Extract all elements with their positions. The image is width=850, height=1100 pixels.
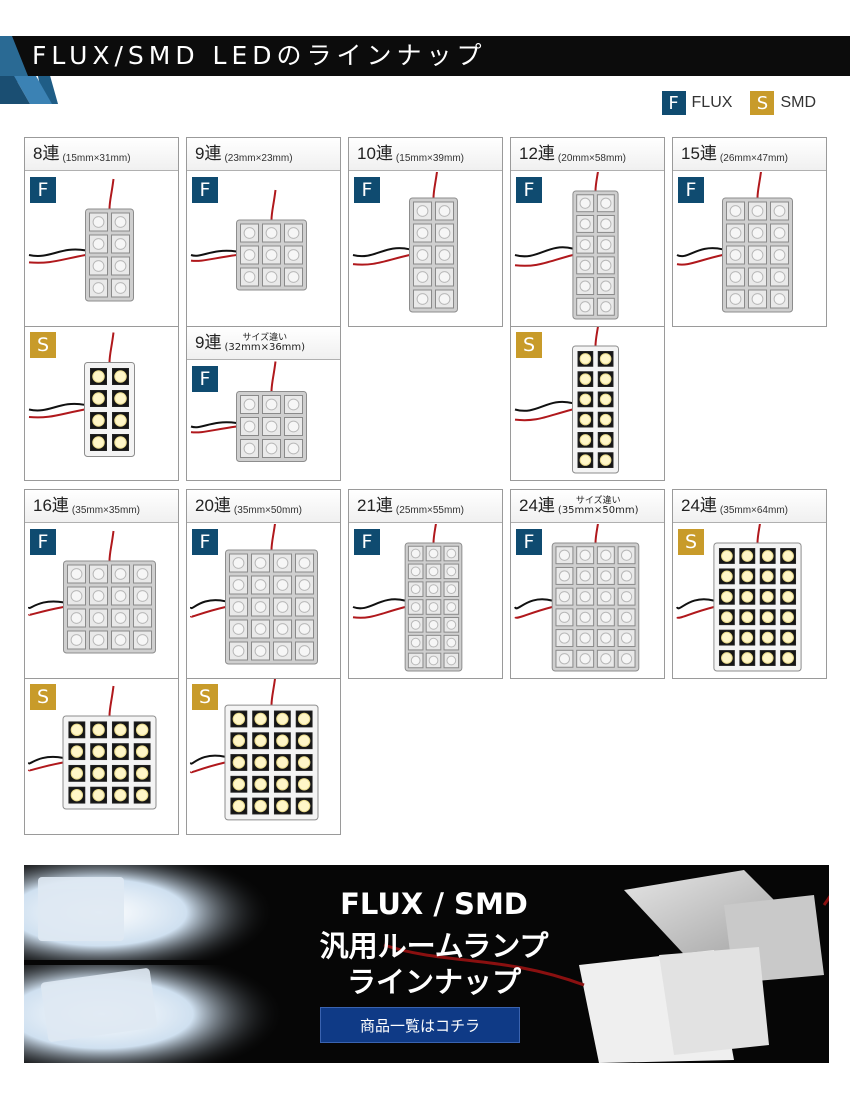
flux-board-9-image: F (187, 172, 340, 326)
product-header: 16連(35mm×35mm) (25, 490, 178, 523)
product-card: 9連サイズ違い(32mm×36mm)F (186, 326, 341, 481)
flux-board-10-image: F (349, 167, 502, 326)
board-dimensions: (25mm×55mm) (395, 505, 464, 516)
led-count: 20連 (195, 496, 231, 515)
led-count: 12連 (519, 144, 555, 163)
flux-board-20-image: F (187, 519, 340, 678)
board-dimensions: (15mm×39mm) (395, 153, 464, 164)
product-card: 9連(23mm×23mm) F (186, 137, 341, 327)
smd-board-16-image: S (25, 679, 178, 834)
size-variant: サイズ違い(32mm×36mm) (224, 333, 305, 353)
smd-badge: S (192, 684, 218, 710)
product-header: 10連(15mm×39mm) (349, 138, 502, 171)
product-card: 20連(35mm×50mm) F (186, 489, 341, 679)
product-header: 9連(23mm×23mm) (187, 138, 340, 171)
smd-board-8-image: S (25, 327, 178, 480)
flux-badge: F (30, 177, 56, 203)
promo-banner[interactable]: FLUX / SMD 汎用ルームランプ ラインナップ 商品一覧はコチラ (24, 865, 829, 1063)
product-card: 15連(26mm×47mm) F (672, 137, 827, 327)
flux-badge: F (354, 529, 380, 555)
product-header: 20連(35mm×50mm) (187, 490, 340, 523)
board-dimensions: (20mm×58mm) (557, 153, 626, 164)
flux-badge: F (661, 91, 686, 115)
product-header: 15連(26mm×47mm) (673, 138, 826, 171)
product-card: S (186, 678, 341, 835)
product-header: 8連(15mm×31mm) (25, 138, 178, 171)
product-card: S (510, 326, 665, 481)
banner-graphic (0, 36, 850, 104)
product-list-button[interactable]: 商品一覧はコチラ (320, 1007, 520, 1043)
flux-board-9-alt-image: F (187, 361, 340, 480)
smd-badge: S (516, 332, 542, 358)
flux-board-12-image: F (511, 160, 664, 326)
board-dimensions: (35mm×50mm) (557, 505, 639, 516)
product-header: 9連サイズ違い(32mm×36mm) (187, 327, 340, 360)
legend-flux-label: FLUX (691, 94, 733, 111)
flux-board-16-image: F (25, 524, 178, 678)
size-variant-note: サイズ違い (575, 496, 621, 506)
size-variant-note: サイズ違い (242, 333, 288, 343)
flux-board-24-alt-image: F (511, 512, 664, 678)
flux-badge: F (30, 529, 56, 555)
board-dimensions: (35mm×64mm) (719, 505, 788, 516)
product-card: 10連(15mm×39mm) F (348, 137, 503, 327)
product-card: 16連(35mm×35mm) F (24, 489, 179, 679)
board-dimensions: (32mm×36mm) (224, 342, 306, 353)
flux-badge: F (678, 177, 704, 203)
smd-board-24-image: S (673, 512, 826, 678)
board-dimensions: (35mm×50mm) (233, 505, 302, 516)
board-dimensions: (26mm×47mm) (719, 153, 788, 164)
board-dimensions: (35mm×35mm) (71, 505, 140, 516)
led-count: 21連 (357, 496, 393, 515)
product-card: 8連(15mm×31mm) F (24, 137, 179, 327)
flux-board-21-image: F (349, 512, 502, 678)
product-card: 24連(35mm×64mm) S (672, 489, 827, 679)
badge-legend: F FLUX S SMD (661, 91, 826, 115)
product-card: 12連(20mm×58mm) F (510, 137, 665, 327)
flux-board-8-image: F (25, 172, 178, 326)
led-count: 24連 (681, 496, 717, 515)
product-card: S (24, 326, 179, 481)
led-count: 9連 (195, 144, 222, 163)
product-card: 24連サイズ違い(35mm×50mm)F (510, 489, 665, 679)
flux-badge: F (354, 177, 380, 203)
size-variant: サイズ違い(35mm×50mm) (558, 496, 639, 516)
product-header: 21連(25mm×55mm) (349, 490, 502, 523)
promo-line-2: 汎用ルームランプ (319, 929, 549, 963)
legend-smd-label: SMD (780, 94, 816, 111)
promo-line-3: ラインナップ (346, 965, 521, 999)
led-count: 8連 (33, 144, 60, 163)
product-header: 24連サイズ違い(35mm×50mm) (511, 490, 664, 523)
page-title: FLUX/SMD LEDのラインナップ (32, 41, 487, 70)
smd-badge: S (678, 529, 704, 555)
promo-graphic (24, 865, 829, 1063)
led-count: 10連 (357, 144, 393, 163)
flux-badge: F (192, 366, 218, 392)
legend-smd: S SMD (750, 91, 826, 115)
product-header: 12連(20mm×58mm) (511, 138, 664, 171)
led-count: 24連 (519, 496, 555, 515)
smd-board-20-image: S (187, 679, 340, 834)
flux-badge: F (516, 177, 542, 203)
smd-board-12-image: S (511, 327, 664, 480)
flux-badge: F (192, 177, 218, 203)
promo-line-1: FLUX / SMD (340, 887, 528, 921)
smd-badge: S (750, 91, 775, 115)
flux-badge: F (516, 529, 542, 555)
led-count: 16連 (33, 496, 69, 515)
product-card: 21連(25mm×55mm) F (348, 489, 503, 679)
smd-badge: S (30, 684, 56, 710)
title-banner: FLUX/SMD LEDのラインナップ (0, 0, 850, 110)
flux-badge: F (192, 529, 218, 555)
board-dimensions: (15mm×31mm) (62, 153, 131, 164)
smd-badge: S (30, 332, 56, 358)
product-card: S (24, 678, 179, 835)
flux-board-15-image: F (673, 167, 826, 326)
led-count: 9連 (195, 333, 222, 352)
board-dimensions: (23mm×23mm) (224, 153, 293, 164)
legend-flux: F FLUX (661, 91, 743, 115)
led-count: 15連 (681, 144, 717, 163)
product-header: 24連(35mm×64mm) (673, 490, 826, 523)
